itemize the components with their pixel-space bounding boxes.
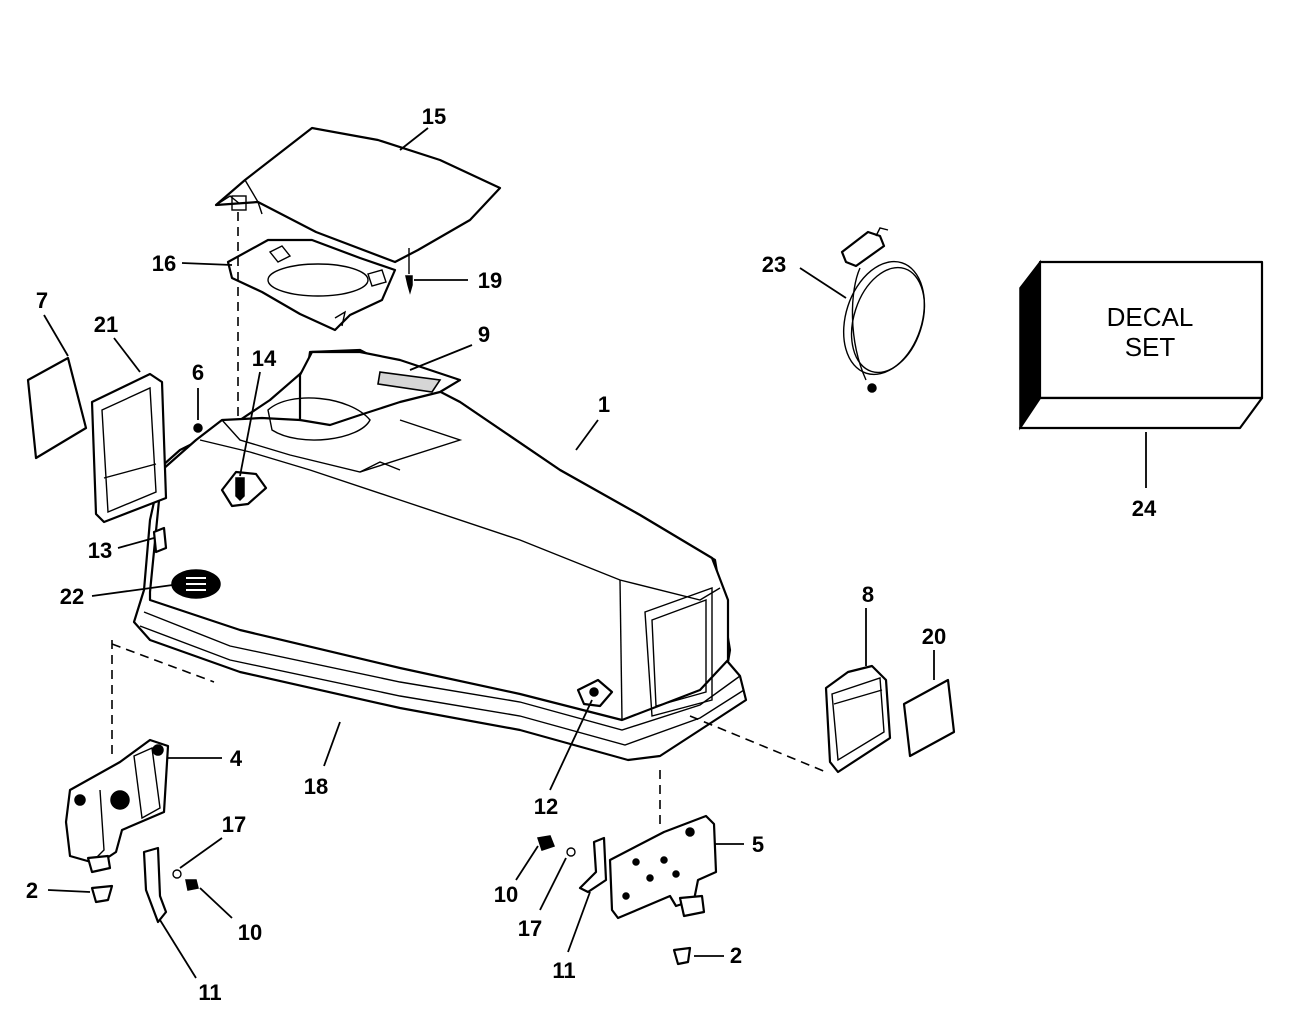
- callout-18: 18: [304, 774, 328, 799]
- part-21-vent-frame: [90, 372, 168, 524]
- part-11-clip-right: [578, 836, 608, 894]
- part-5-bracket: [608, 814, 718, 920]
- part-16-gasket: [226, 238, 397, 332]
- decal-set-label-line2: SET: [1125, 332, 1176, 362]
- callout-22: 22: [60, 584, 84, 609]
- callout-20: 20: [922, 624, 946, 649]
- callout-21: 21: [94, 312, 118, 337]
- callout-16: 16: [152, 251, 176, 276]
- callout-24: 24: [1132, 496, 1157, 521]
- callout-9: 9: [478, 322, 490, 347]
- callout-4: 4: [230, 746, 243, 771]
- callout-17-left: 17: [222, 812, 246, 837]
- callout-2-left: 2: [26, 878, 38, 903]
- part-15-top-cover: [214, 126, 502, 264]
- part-7-panel: [26, 356, 88, 460]
- callout-19: 19: [478, 268, 502, 293]
- callout-14: 14: [252, 346, 277, 371]
- callout-23: 23: [762, 252, 786, 277]
- part-19-screw: [405, 248, 413, 295]
- part-2-plug-left: [90, 884, 114, 904]
- part-24-decal-box: [1018, 259, 1264, 431]
- callout-11-right: 11: [552, 958, 575, 983]
- callout-labels: 15 16 19 7 21 6 14 9 1 13 22 23 24 8 20 …: [26, 104, 1157, 1005]
- part-10-screw-left: [185, 879, 199, 891]
- part-10-screw-right: [537, 835, 555, 851]
- part-2-plug-right: [672, 946, 692, 966]
- callout-12: 12: [534, 794, 558, 819]
- decal-set-label-line1: DECAL: [1107, 302, 1194, 332]
- part-17-washer-left: [172, 869, 182, 879]
- part-20-panel: [902, 678, 956, 758]
- part-17-washer-right: [566, 847, 576, 857]
- callout-7: 7: [36, 288, 48, 313]
- part-1-engine-cover: [132, 348, 748, 762]
- alignment-lines: [111, 212, 827, 830]
- callout-2-right: 2: [730, 943, 742, 968]
- callout-13: 13: [88, 538, 112, 563]
- part-8-vent-frame: [824, 664, 892, 774]
- part-11-clip-left: [142, 846, 168, 924]
- part-23-cable: [840, 227, 926, 393]
- callout-5: 5: [752, 832, 764, 857]
- callout-10-left: 10: [238, 920, 262, 945]
- callout-1: 1: [598, 392, 610, 417]
- callout-11-left: 11: [198, 980, 221, 1005]
- callout-10-right: 10: [494, 882, 518, 907]
- callout-15: 15: [422, 104, 446, 129]
- callout-8: 8: [862, 582, 874, 607]
- callout-17-right: 17: [518, 916, 542, 941]
- part-4-bracket: [64, 738, 170, 874]
- leader-lines: [43, 127, 1147, 979]
- callout-6: 6: [192, 360, 204, 385]
